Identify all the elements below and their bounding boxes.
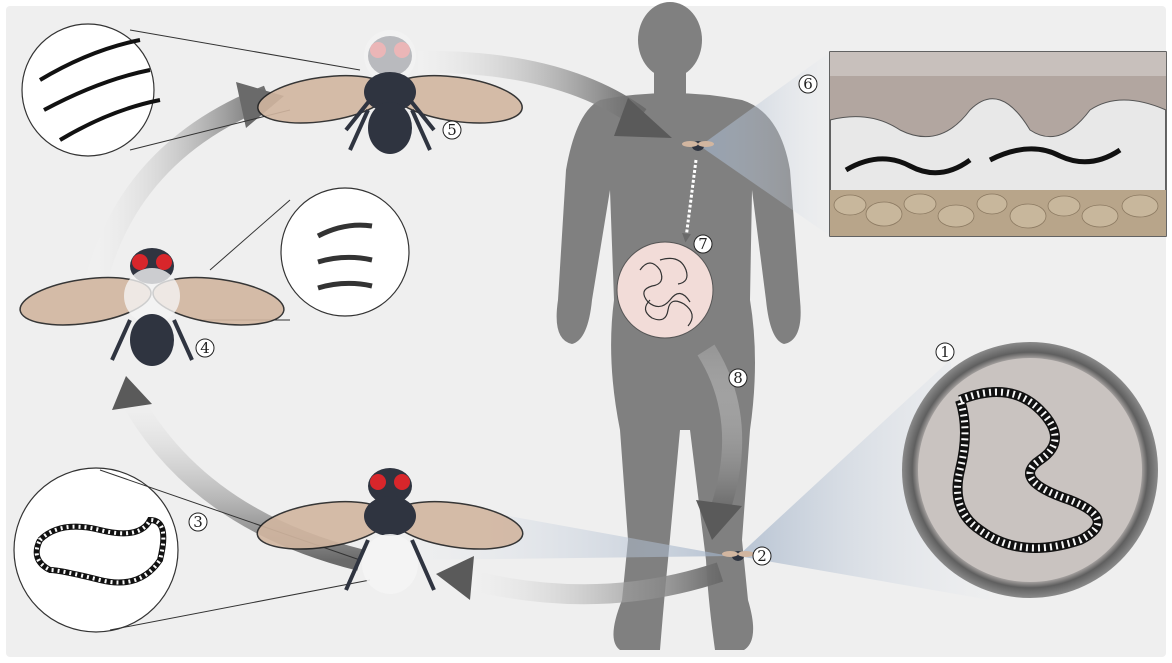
skin-section-icon bbox=[830, 52, 1166, 236]
stage-label-2: 2 bbox=[753, 547, 771, 565]
stage-label-6: 6 bbox=[799, 75, 817, 93]
stage-label-text: 3 bbox=[193, 513, 203, 531]
stage-label-text: 5 bbox=[447, 121, 457, 139]
stage-label-1: 1 bbox=[936, 343, 954, 361]
stage-label-4: 4 bbox=[196, 339, 214, 357]
stage-label-text: 6 bbox=[803, 75, 813, 93]
stage-label-text: 8 bbox=[733, 369, 743, 387]
lymph-node-icon bbox=[617, 242, 713, 338]
stage-label-text: 4 bbox=[200, 339, 210, 357]
stage-label-text: 2 bbox=[757, 547, 767, 565]
stage-label-5: 5 bbox=[443, 121, 461, 139]
stage-label-text: 1 bbox=[940, 343, 950, 361]
stage-label-7: 7 bbox=[694, 235, 712, 253]
stage-label-3: 3 bbox=[189, 513, 207, 531]
stage-label-text: 7 bbox=[698, 235, 708, 253]
stage-label-8: 8 bbox=[729, 369, 747, 387]
microfilaria-icon bbox=[902, 342, 1158, 598]
